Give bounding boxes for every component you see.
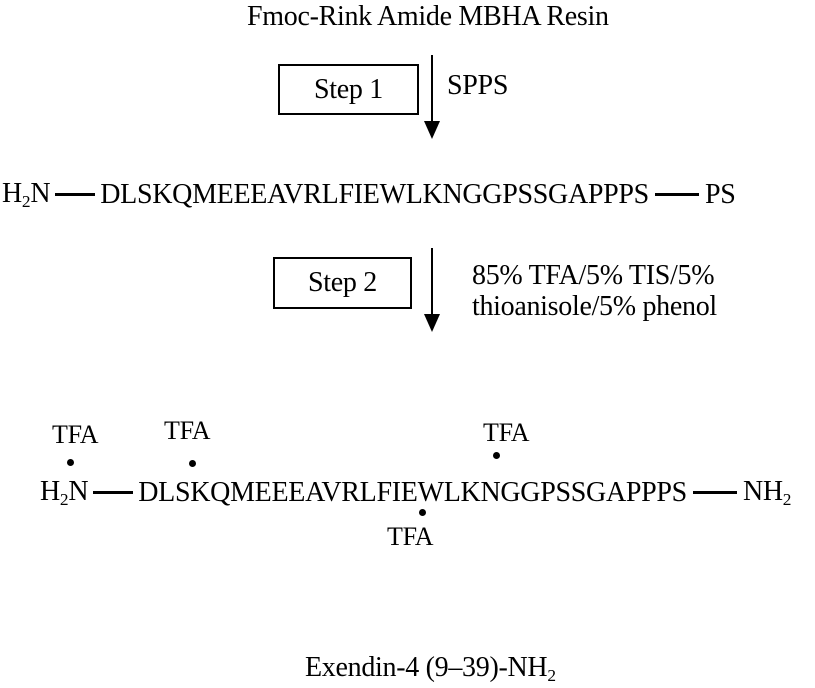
n-terminus-n: N bbox=[30, 178, 51, 209]
arrow-down-icon bbox=[424, 121, 440, 139]
bond-line bbox=[93, 491, 134, 495]
bond-line bbox=[654, 193, 699, 197]
step1-box: Step 1 bbox=[278, 64, 419, 115]
bond-line bbox=[692, 491, 737, 495]
tfa-salt-dot bbox=[419, 509, 426, 516]
step1-arrow-label: SPPS bbox=[447, 70, 509, 101]
step2-reagents: 85% TFA/5% TIS/5% thioanisole/5% phenol bbox=[472, 260, 717, 322]
tfa-salt-dot bbox=[189, 460, 196, 467]
starting-material-title: Fmoc-Rink Amide MBHA Resin bbox=[247, 1, 609, 32]
n-terminus-h: H bbox=[40, 476, 60, 507]
intermediate-sequence-row: H2N DLSKQMEEEAVRLFIEWLKNGGPSSGAPPPS PS bbox=[2, 178, 736, 212]
arrow-down-icon bbox=[424, 314, 440, 332]
n-terminus-subscript: 2 bbox=[21, 191, 31, 211]
product-sequence-row: H2N DLSKQMEEEAVRLFIEWLKNGGPSSGAPPPS NH2 bbox=[40, 476, 792, 510]
c-terminus-group: NH2 bbox=[742, 476, 792, 510]
n-terminus-group: H2N bbox=[2, 178, 51, 212]
step2-arrow-line bbox=[431, 248, 433, 314]
tfa-salt-label: TFA bbox=[387, 522, 434, 551]
step1-label: Step 1 bbox=[314, 73, 383, 105]
peptide-sequence: DLSKQMEEEAVRLFIEWLKNGGPSSGAPPPS bbox=[138, 476, 687, 508]
bond-line bbox=[55, 193, 96, 197]
n-terminus-subscript: 2 bbox=[59, 489, 69, 509]
c-terminus-nh: NH bbox=[742, 476, 783, 507]
step2-reagents-line1: 85% TFA/5% TIS/5% bbox=[472, 260, 715, 291]
tfa-salt-dot bbox=[67, 459, 74, 466]
resin-label: PS bbox=[704, 178, 736, 210]
tfa-salt-dot bbox=[493, 452, 500, 459]
c-terminus-subscript: 2 bbox=[782, 489, 792, 509]
step2-box: Step 2 bbox=[273, 257, 412, 309]
step1-arrow-line bbox=[431, 55, 433, 123]
step2-reagents-line2: thioanisole/5% phenol bbox=[472, 291, 717, 322]
step2-label: Step 2 bbox=[308, 267, 377, 298]
tfa-salt-label: TFA bbox=[483, 418, 530, 447]
product-caption-text: Exendin-4 (9–39)-NH bbox=[305, 652, 548, 683]
product-caption-subscript: 2 bbox=[547, 665, 556, 685]
peptide-sequence: DLSKQMEEEAVRLFIEWLKNGGPSSGAPPPS bbox=[100, 178, 649, 210]
n-terminus-n: N bbox=[68, 476, 89, 507]
n-terminus-h: H bbox=[2, 178, 22, 209]
tfa-salt-label: TFA bbox=[52, 420, 99, 449]
n-terminus-group: H2N bbox=[40, 476, 89, 510]
tfa-salt-label: TFA bbox=[164, 416, 211, 445]
product-caption: Exendin-4 (9–39)-NH2 bbox=[305, 652, 556, 685]
